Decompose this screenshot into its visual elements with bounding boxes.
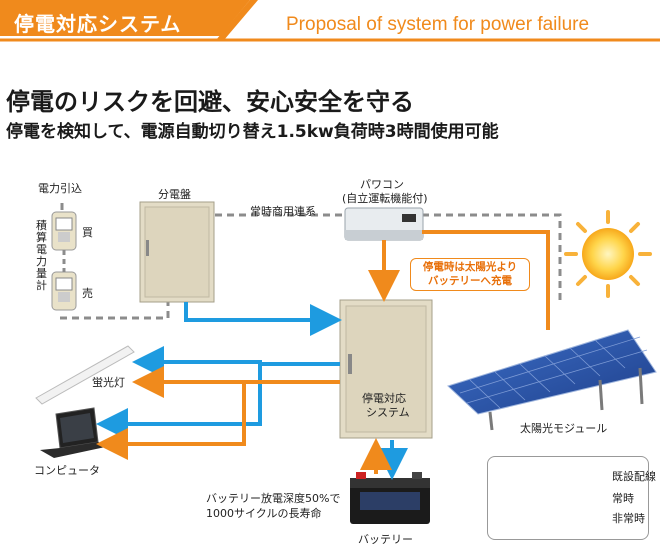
subline: 停電を検知して、電源自動切り替え1.5kw負荷時3時間使用可能 xyxy=(6,122,499,142)
callout-line-2: バッテリーへ充電 xyxy=(428,275,512,287)
battery-note-1: バッテリー放電深度50%で xyxy=(206,492,341,505)
emergency-callout: 停電時は太陽光より バッテリーへ充電 xyxy=(410,258,530,291)
meter-label: 積算電力量計 xyxy=(36,219,47,292)
english-title: Proposal of system for power failure xyxy=(286,14,590,35)
power-failure-system-cabinet xyxy=(339,299,433,439)
power-conditioner-label: パワコン xyxy=(360,178,404,191)
distribution-board xyxy=(139,201,215,303)
watt-meter-buy xyxy=(51,211,77,251)
power-intake-label: 電力引込 xyxy=(38,182,82,195)
battery-note-2: 1000サイクルの長寿命 xyxy=(206,507,322,520)
system-label-2: システム xyxy=(366,406,410,419)
distribution-board-label: 分電盤 xyxy=(158,188,191,201)
battery xyxy=(350,472,430,524)
solar-label: 太陽光モジュール xyxy=(520,422,608,435)
existing-wiring xyxy=(60,198,562,320)
callout-line-1: 停電時は太陽光より xyxy=(422,261,518,273)
battery-label: バッテリー xyxy=(358,533,413,546)
laptop xyxy=(40,407,110,458)
header-bar: 停電対応システム Proposal of system for power fa… xyxy=(0,0,660,44)
grid-link-label: 常時商用連系 xyxy=(250,205,316,218)
power-conditioner xyxy=(344,207,424,241)
sun xyxy=(564,210,652,298)
computer-label: コンピュータ xyxy=(34,464,100,477)
legend-normal: 常時 xyxy=(612,492,634,505)
legend xyxy=(487,456,649,540)
emergency-flow xyxy=(96,230,550,474)
header-graphic xyxy=(0,0,660,42)
sell-label: 売 xyxy=(82,287,93,300)
system-label-1: 停電対応 xyxy=(362,392,406,405)
buy-label: 買 xyxy=(82,226,93,239)
solar-array xyxy=(447,329,657,431)
power-conditioner-sub: (自立運転機能付) xyxy=(342,192,428,205)
fluorescent-label: 蛍光灯 xyxy=(92,376,125,389)
legend-emergency: 非常時 xyxy=(612,512,645,525)
headline: 停電のリスクを回避、安心安全を守る xyxy=(6,88,414,116)
header-tag: 停電対応システム xyxy=(14,12,182,36)
watt-meter-sell xyxy=(51,271,77,311)
legend-existing: 既設配線 xyxy=(612,470,656,483)
